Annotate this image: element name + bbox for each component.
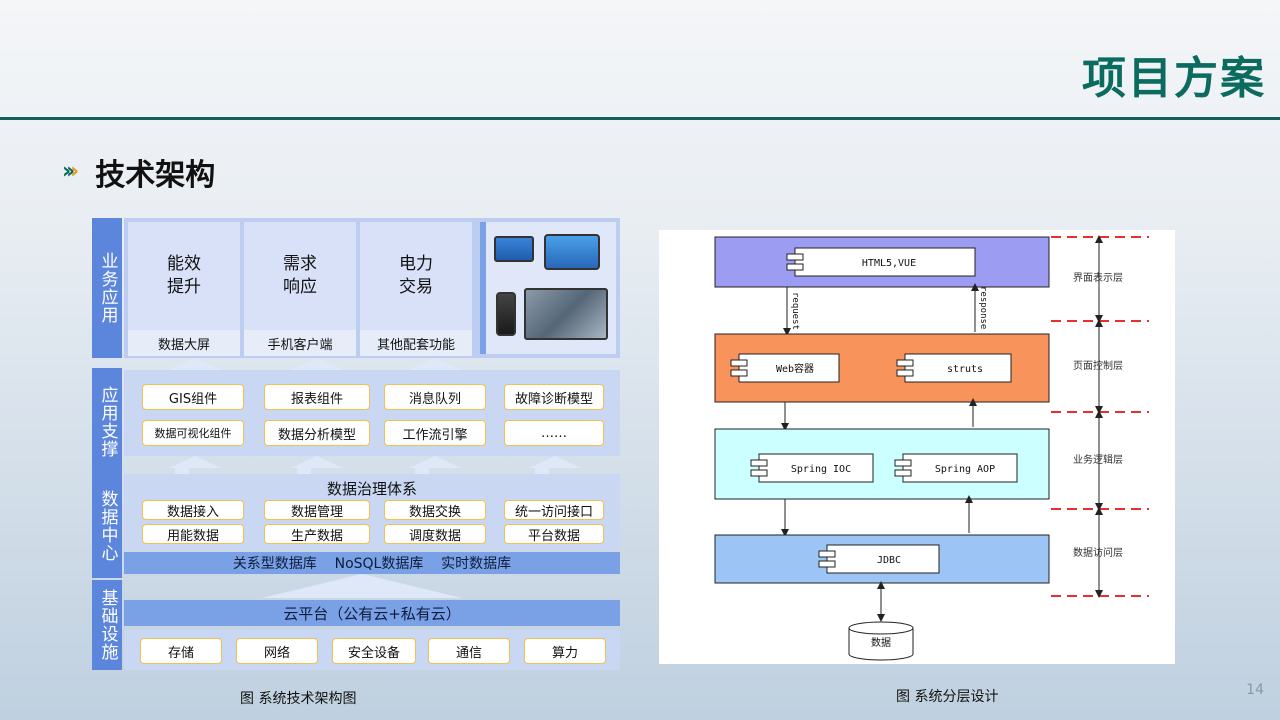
chip-network: 网络 bbox=[236, 638, 318, 664]
smartphone-icon bbox=[496, 292, 516, 336]
app-demand-sub: 手机客户端 bbox=[244, 330, 356, 356]
spring-aop-label: Spring AOP bbox=[935, 464, 995, 475]
layer-label-infra: 基础设施 bbox=[92, 580, 122, 670]
chip-gis: GIS组件 bbox=[142, 384, 244, 410]
app-energy-sub: 数据大屏 bbox=[128, 330, 240, 356]
spring-ioc-component bbox=[758, 453, 874, 483]
chip-manage: 数据管理 bbox=[264, 500, 370, 520]
app-trade: 电力 交易 bbox=[360, 222, 472, 330]
slide-title: 项目方案 bbox=[1082, 53, 1266, 104]
html5-label: HTML5,VUE bbox=[862, 258, 916, 269]
section-heading: ››› 技术架构 bbox=[62, 150, 215, 194]
page-number: 14 bbox=[1246, 682, 1264, 698]
layer-control-label: 页面控制层 bbox=[1073, 359, 1123, 372]
request-label: request bbox=[790, 292, 800, 330]
chip-mq: 消息队列 bbox=[384, 384, 486, 410]
chip-analysis-model: 数据分析模型 bbox=[264, 420, 370, 446]
title-rule bbox=[0, 117, 1280, 120]
layer-label-datacenter: 数据中心 bbox=[92, 474, 122, 578]
layered-diagram: HTML5,VUE request response Web容器 struts … bbox=[659, 230, 1175, 664]
arch-caption: 图 系统技术架构图 bbox=[240, 691, 357, 707]
struts-label: struts bbox=[947, 364, 983, 375]
spring-ioc-label: Spring IOC bbox=[791, 464, 851, 475]
architecture-diagram: 业务应用 应用支撑 数据中心 基础设施 能效 提升 数据大屏 需求 响应 手机客… bbox=[92, 218, 620, 670]
chip-fault-model: 故障诊断模型 bbox=[504, 384, 604, 410]
chip-visual: 数据可视化组件 bbox=[142, 420, 244, 446]
chip-storage: 存储 bbox=[140, 638, 222, 664]
layer-label-business: 业务应用 bbox=[92, 218, 122, 358]
chip-more: …… bbox=[504, 420, 604, 446]
spring-aop-component bbox=[902, 453, 1018, 483]
jdbc-label: JDBC bbox=[877, 555, 901, 566]
chip-computing: 算力 bbox=[524, 638, 606, 664]
chip-exchange: 数据交换 bbox=[384, 500, 486, 520]
layer-ui-label: 界面表示层 bbox=[1073, 271, 1123, 284]
chip-dispatch-data: 调度数据 bbox=[384, 524, 486, 544]
chip-usage-data: 用能数据 bbox=[142, 524, 244, 544]
section-title: 技术架构 bbox=[95, 158, 216, 193]
chip-api: 统一访问接口 bbox=[504, 500, 604, 520]
app-trade-sub: 其他配套功能 bbox=[360, 330, 472, 356]
web-container-label: Web容器 bbox=[776, 362, 814, 375]
database-label: 数据 bbox=[871, 636, 891, 649]
governance-title: 数据治理体系 bbox=[326, 480, 417, 498]
chevron-bullet-icon: ››› bbox=[62, 159, 80, 184]
chip-security-device: 安全设备 bbox=[332, 638, 416, 664]
chip-workflow: 工作流引擎 bbox=[384, 420, 486, 446]
business-panel: 能效 提升 数据大屏 需求 响应 手机客户端 电力 交易 其他配套功能 bbox=[124, 218, 620, 358]
html5-component bbox=[794, 247, 976, 277]
layer-business-label: 业务逻辑层 bbox=[1073, 453, 1123, 466]
layer-data-label: 数据访问层 bbox=[1073, 546, 1123, 559]
jdbc-component bbox=[826, 544, 940, 574]
chip-platform-data: 平台数据 bbox=[504, 524, 604, 544]
desktop-monitor-icon bbox=[494, 236, 534, 262]
cloud-bar: 云平台（公有云+私有云） bbox=[124, 600, 620, 626]
response-label: response bbox=[978, 286, 988, 329]
app-energy: 能效 提升 bbox=[128, 222, 240, 330]
devices-panel bbox=[480, 222, 616, 354]
chip-access: 数据接入 bbox=[142, 500, 244, 520]
app-demand: 需求 响应 bbox=[244, 222, 356, 330]
database-bar: 关系型数据库 NoSQL数据库 实时数据库 bbox=[124, 552, 620, 574]
support-panel: GIS组件 报表组件 消息队列 故障诊断模型 数据可视化组件 数据分析模型 工作… bbox=[124, 370, 620, 456]
arrow-up-cloud bbox=[262, 574, 462, 598]
struts-component bbox=[904, 353, 1012, 383]
infra-panel: 存储 网络 安全设备 通信 算力 bbox=[124, 630, 620, 670]
web-container-component bbox=[738, 353, 840, 383]
layered-caption: 图 系统分层设计 bbox=[896, 689, 999, 705]
chip-communication: 通信 bbox=[428, 638, 510, 664]
layer-label-support: 应用支撑 bbox=[92, 368, 122, 476]
chip-report: 报表组件 bbox=[264, 384, 370, 410]
chip-production-data: 生产数据 bbox=[264, 524, 370, 544]
database-cylinder-icon bbox=[848, 621, 914, 661]
tablet-icon bbox=[544, 234, 600, 270]
video-wall-icon bbox=[524, 288, 608, 340]
datacenter-panel: 数据治理体系 数据接入 数据管理 数据交换 统一访问接口 用能数据 生产数据 调… bbox=[124, 474, 620, 550]
